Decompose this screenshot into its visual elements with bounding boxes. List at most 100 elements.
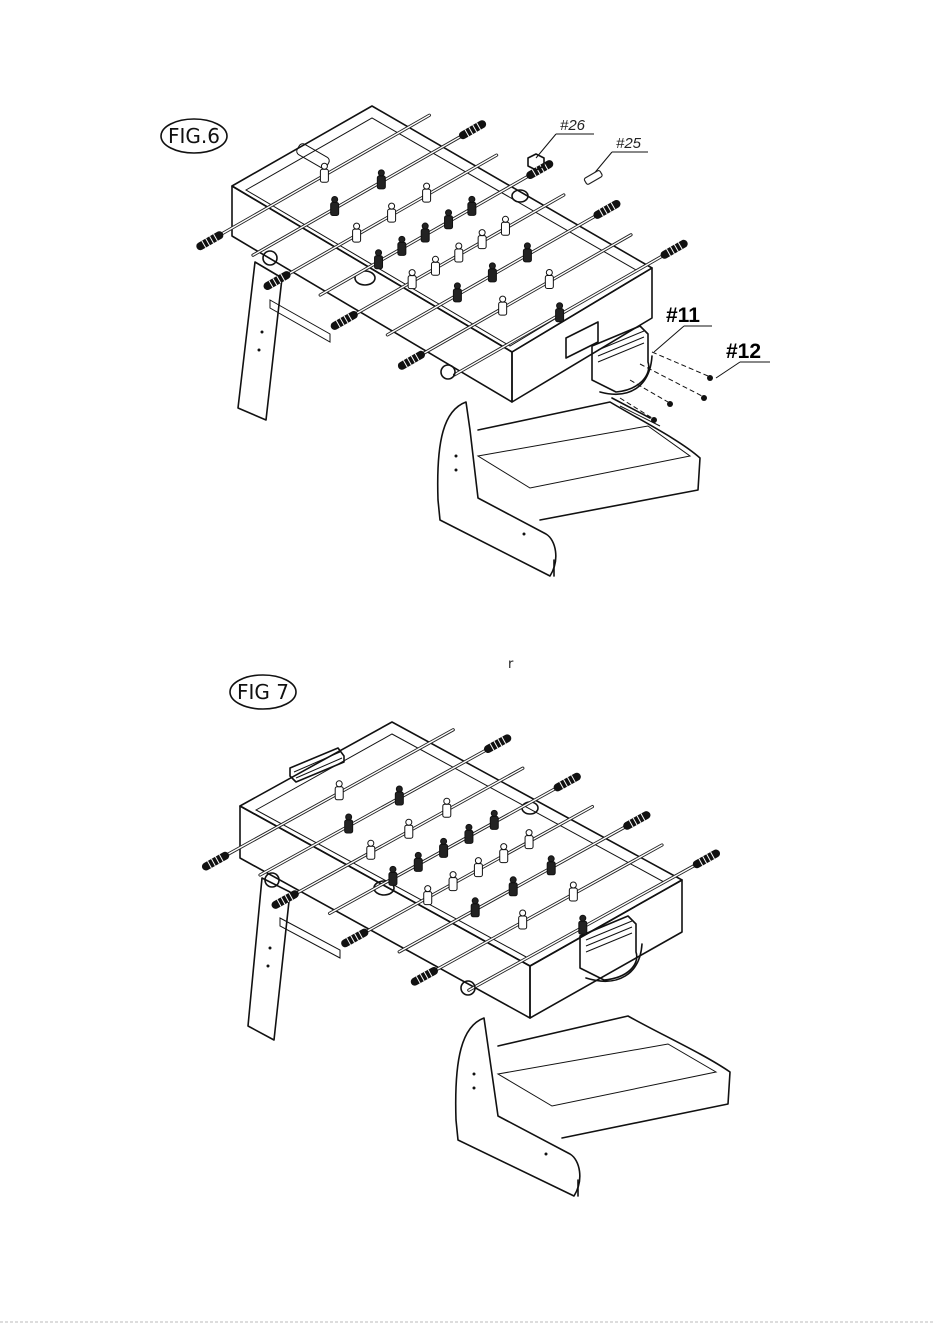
leg-screw-hole (455, 469, 458, 472)
player-figure (547, 862, 555, 875)
player-head (406, 819, 412, 825)
player-figure (545, 275, 553, 288)
player-figure (440, 844, 448, 857)
player-figure (478, 236, 486, 249)
cabinet-top (240, 722, 682, 966)
cabinet-end-panel (512, 268, 652, 402)
rod-bumper-icon (584, 170, 603, 185)
player-figure (449, 878, 457, 891)
player-head (520, 910, 526, 916)
right-foot-bar (498, 1016, 730, 1138)
leg-screw-hole (455, 455, 458, 458)
figure-7: FIG 7 (206, 675, 730, 1196)
screw (651, 417, 657, 423)
player-figure (414, 858, 422, 871)
cabinet-end-panel (530, 880, 682, 1018)
player-figure (405, 825, 413, 838)
screw-guide-line (652, 352, 708, 376)
cabinet-front-panel (232, 186, 512, 402)
callout-leader (536, 134, 556, 158)
foot-stretcher (498, 1044, 716, 1106)
player-head (332, 197, 338, 203)
player-figure (367, 846, 375, 859)
screw (667, 401, 673, 407)
player-head (469, 196, 475, 202)
player-head (441, 838, 447, 844)
player-head (446, 210, 452, 216)
player-head (368, 840, 374, 846)
player-head (548, 856, 554, 862)
player-figure (474, 864, 482, 877)
player-figure (443, 804, 451, 817)
player-figure (500, 850, 508, 863)
player-figure (471, 904, 479, 917)
player-figure (569, 888, 577, 901)
score-counter-beads (586, 921, 632, 952)
screw-guide-line (630, 380, 668, 402)
player-figure (345, 820, 353, 833)
player-figure (424, 892, 432, 905)
player-head (510, 877, 516, 883)
figure-6: FIG.6 (161, 106, 770, 576)
player-figure (455, 249, 463, 262)
right-leg (456, 1018, 580, 1196)
player-head (454, 283, 460, 289)
player-figure (421, 229, 429, 242)
leveling-knob (441, 365, 455, 379)
callout-25: #25 (616, 135, 642, 152)
player-figure (499, 302, 507, 315)
player-head (399, 236, 405, 242)
player-figure (431, 262, 439, 275)
leg-screw-hole (267, 965, 270, 968)
player-head (422, 223, 428, 229)
player-head (456, 243, 462, 249)
leg-screw-hole (258, 349, 261, 352)
player-figure (488, 269, 496, 282)
player-head (570, 882, 576, 888)
player-figure (335, 787, 343, 800)
player-head (336, 781, 342, 787)
left-leg-brace (280, 918, 340, 958)
leg-screw-hole (473, 1073, 476, 1076)
callout-leader (654, 326, 684, 352)
player-figure (320, 169, 328, 182)
player-figure (389, 872, 397, 885)
player-figure (468, 202, 476, 215)
leg-screw-hole (261, 331, 264, 334)
player-head (424, 183, 430, 189)
player-head (425, 886, 431, 892)
player-figure (388, 209, 396, 222)
player-figure (453, 289, 461, 302)
player-head (354, 223, 360, 229)
player-figure (395, 792, 403, 805)
player-figure (525, 836, 533, 849)
player-figure (377, 176, 385, 189)
cabinet-top (232, 106, 652, 352)
callout-leader (716, 362, 740, 378)
foosball-table-fig7 (206, 722, 730, 1196)
leg-screw-hole (473, 1087, 476, 1090)
cabinet-front-panel (240, 806, 530, 1018)
player-figure (375, 256, 383, 269)
foosball-table-fig6 (200, 106, 700, 576)
score-counter-exploded (566, 322, 713, 426)
player-head (432, 256, 438, 262)
score-counter-housing (592, 326, 649, 392)
player-head (376, 250, 382, 256)
player-head (580, 915, 586, 921)
player-head (501, 844, 507, 850)
player-head (500, 296, 506, 302)
player-figure (501, 222, 509, 235)
callout-12: #12 (726, 340, 761, 363)
player-head (444, 798, 450, 804)
player-head (466, 824, 472, 830)
player-figure (509, 883, 517, 896)
player-figure (408, 276, 416, 289)
player-head (409, 270, 415, 276)
right-leg (438, 402, 556, 576)
player-head (479, 230, 485, 236)
player-head (546, 269, 552, 275)
player-head (491, 810, 497, 816)
screw (707, 375, 713, 381)
